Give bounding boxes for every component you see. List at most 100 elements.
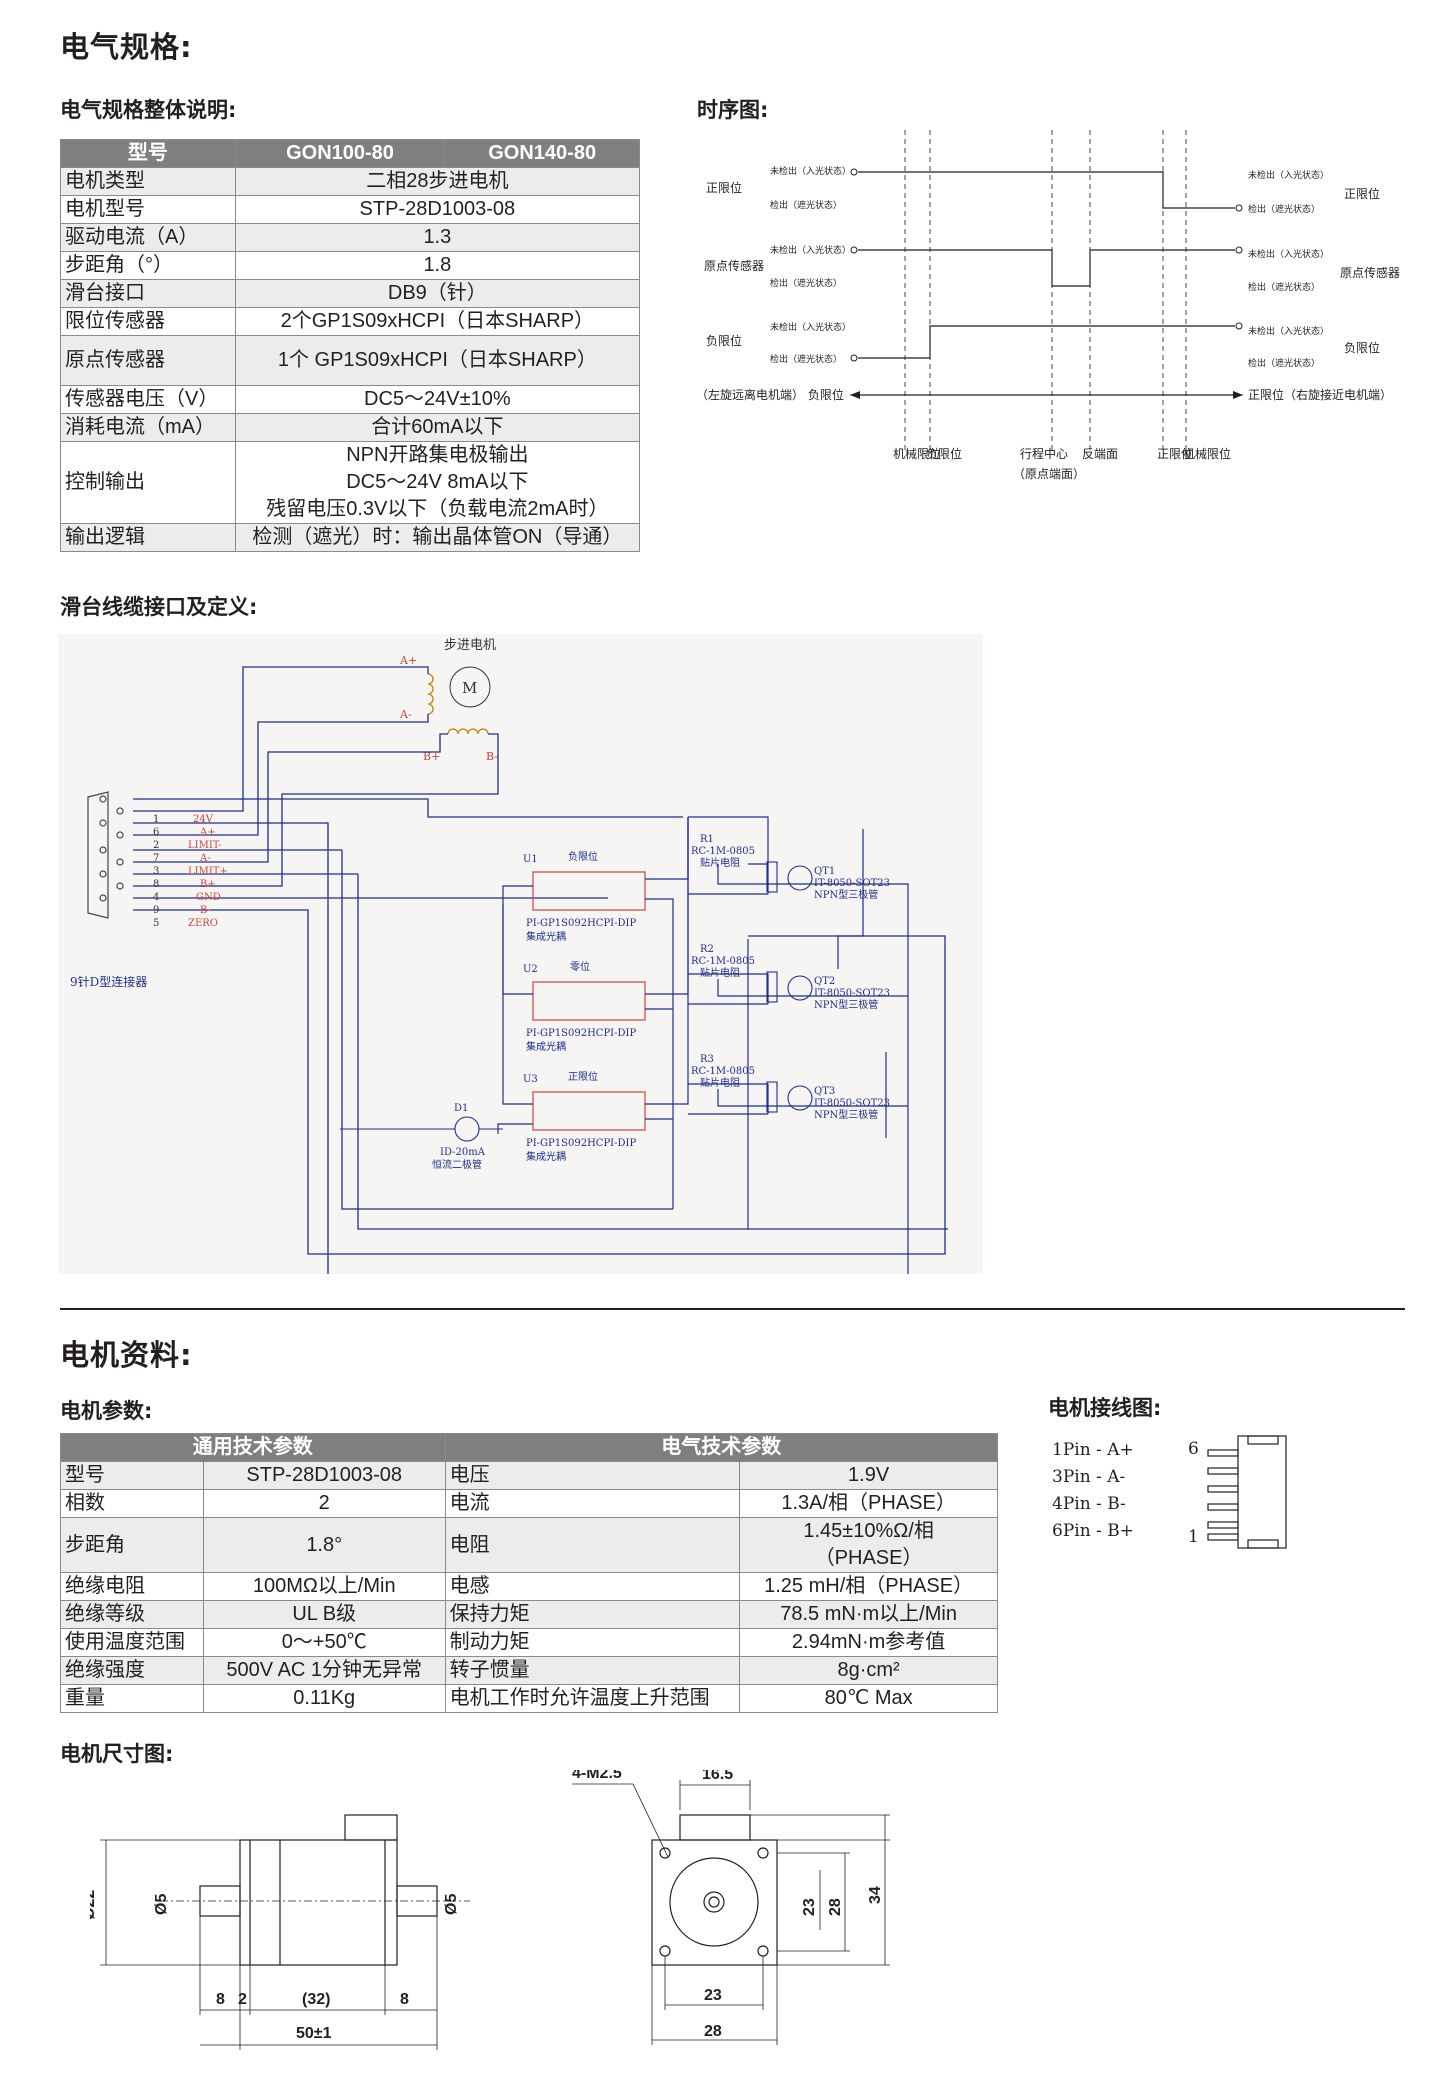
spec-key: 消耗电流（mA） <box>60 413 236 442</box>
spec-value: 2个GP1S09xHCPI（日本SHARP） <box>234 307 641 336</box>
motor-params-title: 电机参数: <box>60 1399 153 1423</box>
timing-state-off: 未检出（入光状态） <box>1248 325 1329 337</box>
param-line: 1.45±10%Ω/相 <box>803 1520 934 1542</box>
param-value: 0～+50℃ <box>202 1628 446 1657</box>
param-value: STP-28D1003-08 <box>202 1461 446 1490</box>
pin-name: LIMIT+ <box>188 866 228 877</box>
diode-ref: D1 <box>454 1103 468 1114</box>
timing-state-off: 未检出（入光状态） <box>1248 248 1329 260</box>
circuit-title: 滑台线缆接口及定义: <box>60 595 258 619</box>
diode-icon <box>454 1116 480 1142</box>
opto-func: 正限位 <box>568 1070 598 1083</box>
col-header-model: 型号 <box>60 139 236 168</box>
spec-key: 控制输出 <box>60 441 236 524</box>
spec-value: 1个 GP1S09xHCPI（日本SHARP） <box>234 335 641 386</box>
param-key: 转子惯量 <box>444 1656 741 1685</box>
opto-ref: U3 <box>523 1074 538 1085</box>
opto-part: PI-GP1S092HCPI-DIP <box>526 918 636 929</box>
resistor-desc: 贴片电阻 <box>700 856 740 869</box>
timing-diagram: 正限位 原点传感器 负限位 正限位 原点传感器 负限位 未检出（入光状态） 检出… <box>696 130 1400 481</box>
param-key: 绝缘强度 <box>60 1656 204 1685</box>
opto-ref: U1 <box>523 854 538 865</box>
connector-label: 9针D型连接器 <box>70 974 147 989</box>
timing-title: 时序图: <box>697 98 769 122</box>
timing-state-on: 检出（遮光状态） <box>1248 357 1320 369</box>
col-header-gon140: GON140-80 <box>444 139 640 168</box>
section-divider <box>60 1308 1405 1310</box>
spec-key: 电机型号 <box>60 195 236 224</box>
wiring-pin: 6Pin - B+ <box>1052 1521 1134 1541</box>
diode-desc: 恒流二极管 <box>432 1158 482 1171</box>
wiring-title: 电机接线图: <box>1048 1396 1162 1420</box>
opto-part: PI-GP1S092HCPI-DIP <box>526 1138 636 1149</box>
transistor-ref: QT1 <box>814 866 835 877</box>
timing-state-off: 未检出（入光状态） <box>770 244 851 256</box>
diode-part: ID-20mA <box>440 1147 486 1158</box>
opto-part: PI-GP1S092HCPI-DIP <box>526 1028 636 1039</box>
wiring-diagram: 1Pin - A+ 3Pin - A- 4Pin - B- 6Pin - B+ … <box>1052 1435 1287 1549</box>
dimension-drawing: Ø22 Ø5 Ø5 8 2 (32) 8 50±1 4-M2.5 16.5 23 <box>90 1770 890 2050</box>
pin-num: 8 <box>153 879 159 890</box>
motor-symbol: M <box>462 679 477 697</box>
resistor-part: RC-1M-0805 <box>691 956 755 967</box>
param-key: 电感 <box>444 1572 741 1601</box>
pin-name: 24V <box>193 814 214 825</box>
resistor-part: RC-1M-0805 <box>691 846 755 857</box>
param-key: 保持力矩 <box>444 1600 741 1629</box>
connector-icon <box>1207 1435 1287 1549</box>
dim-d5a: Ø5 <box>153 1894 170 1915</box>
param-value: 1.25 mH/相（PHASE） <box>739 1572 998 1601</box>
param-value: 2 <box>202 1489 446 1518</box>
dim-d22: Ø22 <box>90 1890 98 1920</box>
pin-name: A- <box>199 853 211 864</box>
col-header-gon100: GON100-80 <box>234 139 446 168</box>
coil-label: A+ <box>399 654 417 667</box>
param-value-multiline: 1.45±10%Ω/相（PHASE） <box>739 1517 998 1573</box>
timing-bottom-pos-limit: 正限位 <box>1157 446 1193 461</box>
pin-name: B+ <box>200 879 216 890</box>
spec-value: 合计60mA以下 <box>234 413 641 442</box>
transistor-part: IT-8050-SOT23 <box>814 878 890 889</box>
pin-num: 1 <box>153 814 159 825</box>
param-key: 电压 <box>444 1461 741 1490</box>
spec-key: 电机类型 <box>60 167 236 196</box>
pin-num: 2 <box>153 840 159 851</box>
transistor-part: IT-8050-SOT23 <box>814 1098 890 1109</box>
param-value: 2.94mN·m参考值 <box>739 1628 998 1657</box>
param-key: 绝缘电阻 <box>60 1572 204 1601</box>
timing-state-on: 检出（遮光状态） <box>1248 281 1320 293</box>
pin-num: 6 <box>153 827 159 838</box>
dim-w23: 23 <box>704 1987 722 2004</box>
coil-label: B- <box>486 750 498 763</box>
dim-h34: 34 <box>867 1886 884 1904</box>
dim-h23: 23 <box>801 1898 818 1916</box>
resistor-ref: R3 <box>700 1054 714 1065</box>
wiring-pin-bottom: 1 <box>1188 1527 1199 1547</box>
dim-h28: 28 <box>827 1898 844 1916</box>
param-key: 步距角 <box>60 1517 204 1573</box>
param-value: 100MΩ以上/Min <box>202 1572 446 1601</box>
dim-w2: 2 <box>238 1991 247 2008</box>
transistor-desc: NPN型三极管 <box>814 888 878 901</box>
dim-w28: 28 <box>704 2023 722 2040</box>
resistor-desc: 贴片电阻 <box>700 1076 740 1089</box>
pin-name: GND <box>196 892 221 903</box>
param-key: 重量 <box>60 1684 204 1713</box>
timing-state-on: 检出（遮光状态） <box>1248 203 1320 215</box>
timing-label-right-pos: 正限位 <box>1344 186 1380 201</box>
resistor-ref: R1 <box>700 834 714 845</box>
timing-state-off: 未检出（入光状态） <box>770 165 851 177</box>
spec-overview-title: 电气规格整体说明: <box>60 98 237 122</box>
timing-bottom-origin: （原点端面） <box>1013 467 1085 481</box>
timing-state-on: 检出（遮光状态） <box>770 199 842 211</box>
opto-desc: 集成光耦 <box>526 1150 566 1163</box>
param-value: 80℃ Max <box>739 1684 998 1713</box>
section-title-motor: 电机资料: <box>60 1338 193 1372</box>
dim-top: 16.5 <box>702 1770 733 1783</box>
opto-desc: 集成光耦 <box>526 930 566 943</box>
dimension-title: 电机尺寸图: <box>60 1742 174 1766</box>
pin-num: 9 <box>153 905 159 916</box>
timing-bottom-neg-limit: 负限位 <box>926 446 962 461</box>
